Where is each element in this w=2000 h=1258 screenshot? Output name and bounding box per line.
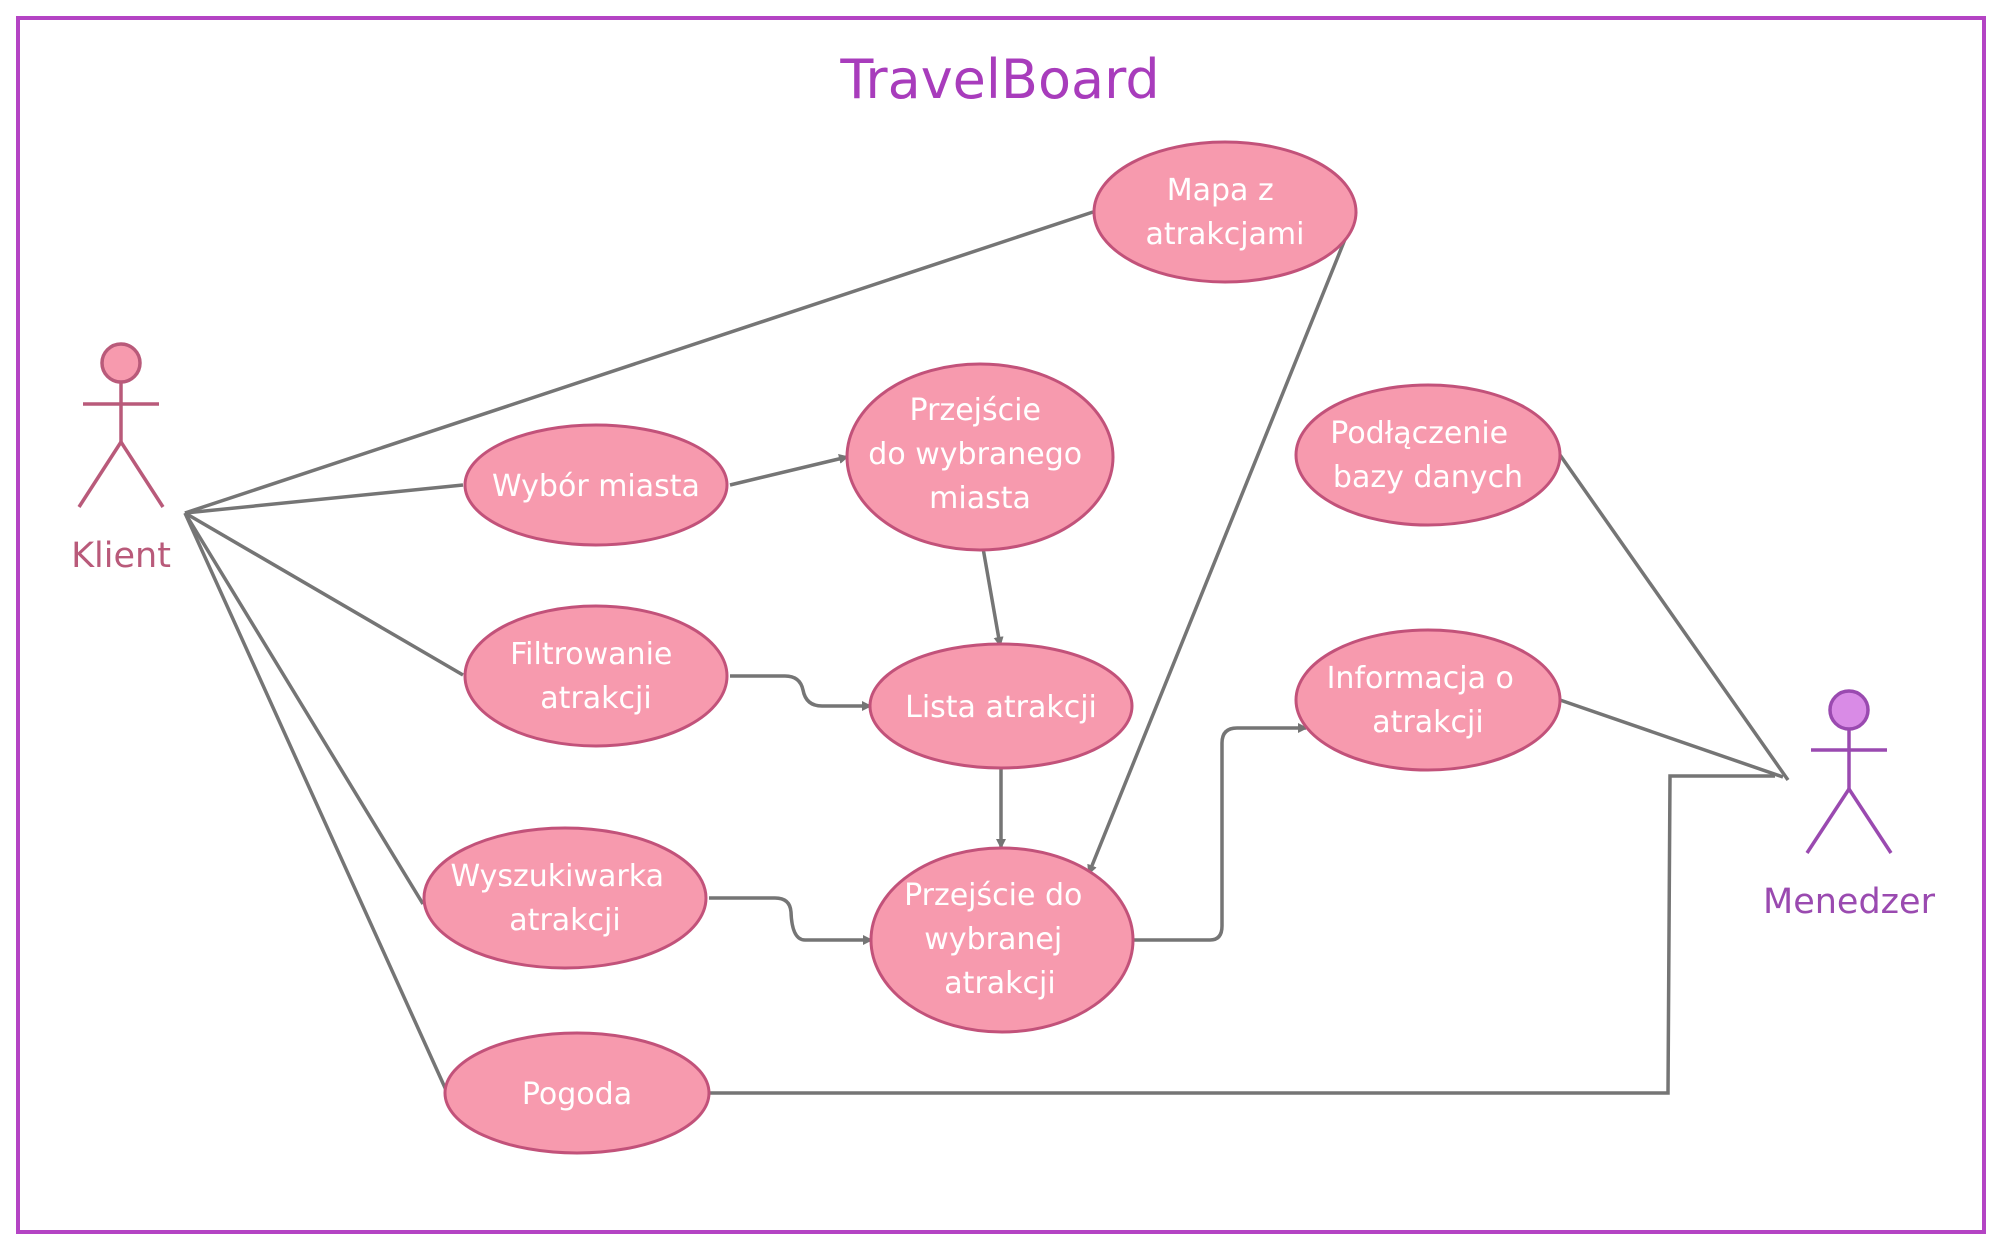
arrow-mapa-przejscie-atrakcji bbox=[1087, 211, 1358, 875]
use-case-ellipse bbox=[1294, 383, 1562, 527]
use-case-przejscie-do-wybranego-miasta: Przejście do wybranego miasta bbox=[845, 362, 1115, 552]
use-case-label-line: atrakcji bbox=[944, 966, 1055, 1001]
actor-label-klient: Klient bbox=[71, 536, 171, 576]
connector-pogoda-menedzer bbox=[709, 774, 1775, 1095]
use-case-label-line: bazy danych bbox=[1333, 460, 1523, 495]
use-case-label-line: Wyszukiwarka bbox=[450, 859, 663, 894]
connector-baza-menedzer bbox=[1558, 453, 1790, 782]
arrow-wybor-przejscie-miasta bbox=[729, 453, 849, 487]
use-case-ellipse bbox=[868, 642, 1134, 770]
use-case-mapa-z-atrakcjami: Mapa z atrakcjami bbox=[1092, 140, 1358, 284]
use-case-ellipse bbox=[463, 423, 729, 547]
use-case-label-line: atrakcjami bbox=[1145, 217, 1304, 252]
use-case-lista-atrakcji: Lista atrakcji bbox=[868, 642, 1134, 770]
svg-text:Filtrowanie atrakcji: Filtrowanie atrakcji bbox=[510, 637, 682, 716]
svg-text:Mapa z atrakcjami: Mapa z atrakcjami bbox=[1145, 173, 1304, 252]
use-case-informacja-o-atrakcji: Informacja o atrakcji bbox=[1294, 628, 1562, 772]
use-case-ellipse bbox=[1294, 628, 1562, 772]
use-case-ellipse bbox=[422, 826, 708, 970]
use-case-label-line: Informacja o bbox=[1327, 661, 1514, 696]
use-case-label-line: Lista atrakcji bbox=[905, 690, 1097, 725]
svg-text:Wyszukiwarka atrakcji: Wyszukiwarka atrakcji bbox=[450, 859, 673, 938]
use-case-label-line: Mapa z bbox=[1167, 173, 1274, 208]
use-case-label-line: Pogoda bbox=[522, 1077, 632, 1112]
stick-figure-icon bbox=[77, 342, 165, 508]
use-case-wybor-miasta: Wybór miasta bbox=[463, 423, 729, 547]
arrow-filtrowanie-lista bbox=[730, 674, 872, 711]
use-case-label-line: Wybór miasta bbox=[492, 469, 700, 504]
svg-text:Przejście do wybranej: Przejście do wybranej atrakcji bbox=[904, 878, 1092, 1001]
use-case-przejscie-do-wybranej-atrakcji: Przejście do wybranej atrakcji bbox=[869, 846, 1135, 1034]
connector-informacja-menedzer bbox=[1559, 698, 1784, 779]
actor-label-menedzer: Menedzer bbox=[1763, 882, 1936, 922]
use-case-label-line: Filtrowanie bbox=[510, 637, 672, 672]
use-case-pogoda: Pogoda bbox=[443, 1031, 711, 1155]
svg-text:Lista atrakcji: Lista atrakcji bbox=[905, 690, 1097, 725]
use-case-label-line: atrakcji bbox=[509, 903, 620, 938]
use-case-label-line: Przejście bbox=[910, 393, 1041, 428]
connector-klient-wybor bbox=[184, 483, 464, 515]
use-case-label-line: Podłączenie bbox=[1330, 416, 1508, 451]
use-case-wyszukiwarka-atrakcji: Wyszukiwarka atrakcji bbox=[422, 826, 708, 970]
use-case-ellipse bbox=[1092, 140, 1358, 284]
diagram-title: TravelBoard bbox=[839, 48, 1159, 111]
svg-text:Pogoda: Pogoda bbox=[522, 1077, 632, 1112]
use-case-ellipse bbox=[443, 1031, 711, 1155]
arrow-przejscie-atrakcji-informacja bbox=[1133, 723, 1308, 942]
use-case-label-line: Przejście do bbox=[904, 878, 1082, 913]
connector-klient-filtrowanie bbox=[184, 511, 464, 677]
stick-figure-icon bbox=[1805, 689, 1893, 854]
actor-menedzer: Menedzer bbox=[1763, 689, 1936, 922]
svg-text:Podłączenie bazy danych: Podłączenie bazy danych bbox=[1330, 416, 1523, 495]
use-case-label-line: wybranej bbox=[924, 922, 1062, 957]
use-case-label-line: do wybranego bbox=[868, 437, 1082, 472]
use-case-podlaczenie-bazy-danych: Podłączenie bazy danych bbox=[1294, 383, 1562, 527]
svg-text:Wybór miasta: Wybór miasta bbox=[492, 469, 700, 504]
connector-klient-pogoda bbox=[183, 512, 448, 1091]
use-case-filtrowanie-atrakcji: Filtrowanie atrakcji bbox=[463, 604, 729, 748]
svg-text:Informacja o atrakcji: Informacja o atrakcji bbox=[1327, 661, 1524, 740]
use-case-label-line: atrakcji bbox=[1372, 705, 1483, 740]
connector-klient-wyszukiwarka bbox=[183, 512, 425, 905]
system-boundary bbox=[16, 16, 1986, 1234]
arrow-przejscie-miasta-lista bbox=[981, 547, 1004, 647]
connector-klient-mapa bbox=[184, 210, 1094, 515]
svg-text:Przejście do wybranego: Przejście do wybranego miasta bbox=[868, 393, 1091, 516]
use-case-label-line: miasta bbox=[929, 481, 1031, 516]
use-case-ellipse bbox=[463, 604, 729, 748]
arrow-wyszukiwarka-przejscie-atrakcji bbox=[709, 896, 873, 945]
use-case-ellipse bbox=[845, 362, 1115, 552]
connector-layer bbox=[183, 210, 1790, 1095]
use-case-ellipse bbox=[869, 846, 1135, 1034]
actor-klient: Klient bbox=[71, 342, 171, 576]
use-case-label-line: atrakcji bbox=[540, 681, 651, 716]
